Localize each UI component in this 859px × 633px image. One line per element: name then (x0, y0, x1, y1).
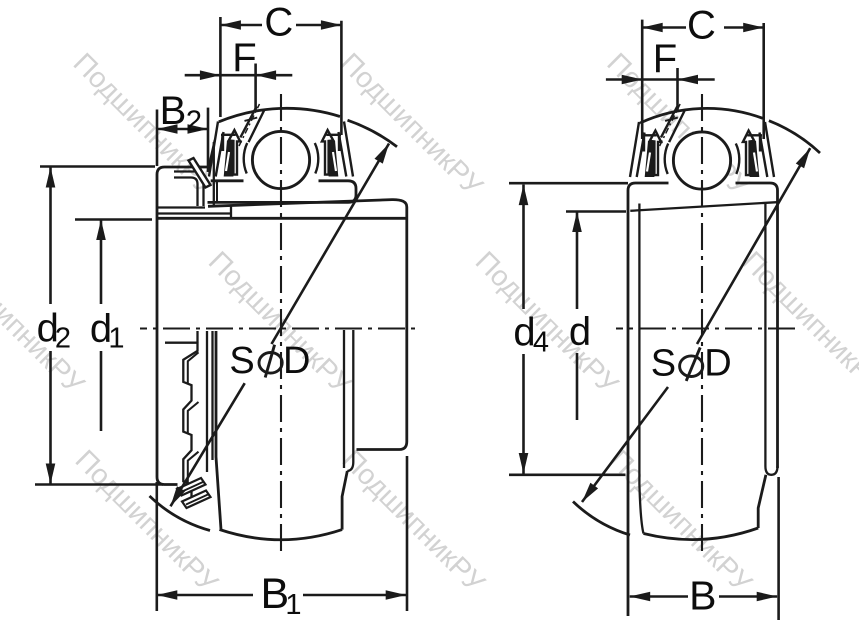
svg-text:C: C (687, 4, 716, 48)
svg-text:d: d (569, 310, 591, 354)
svg-text:S: S (229, 340, 254, 382)
svg-text:4: 4 (533, 327, 549, 359)
svg-text:d: d (513, 311, 535, 355)
svg-text:d: d (37, 307, 59, 351)
svg-text:B: B (261, 570, 290, 618)
svg-text:B: B (689, 572, 716, 618)
svg-text:2: 2 (55, 323, 71, 355)
svg-text:F: F (232, 36, 256, 80)
svg-text:1: 1 (108, 323, 124, 355)
svg-text:C: C (264, 1, 293, 45)
svg-text:B: B (160, 89, 187, 133)
svg-text:D: D (283, 340, 310, 382)
svg-text:D: D (704, 343, 731, 385)
svg-text:F: F (653, 37, 677, 81)
svg-text:1: 1 (285, 589, 301, 621)
svg-text:d: d (90, 307, 112, 351)
svg-text:2: 2 (186, 106, 202, 138)
svg-text:S: S (651, 343, 676, 385)
